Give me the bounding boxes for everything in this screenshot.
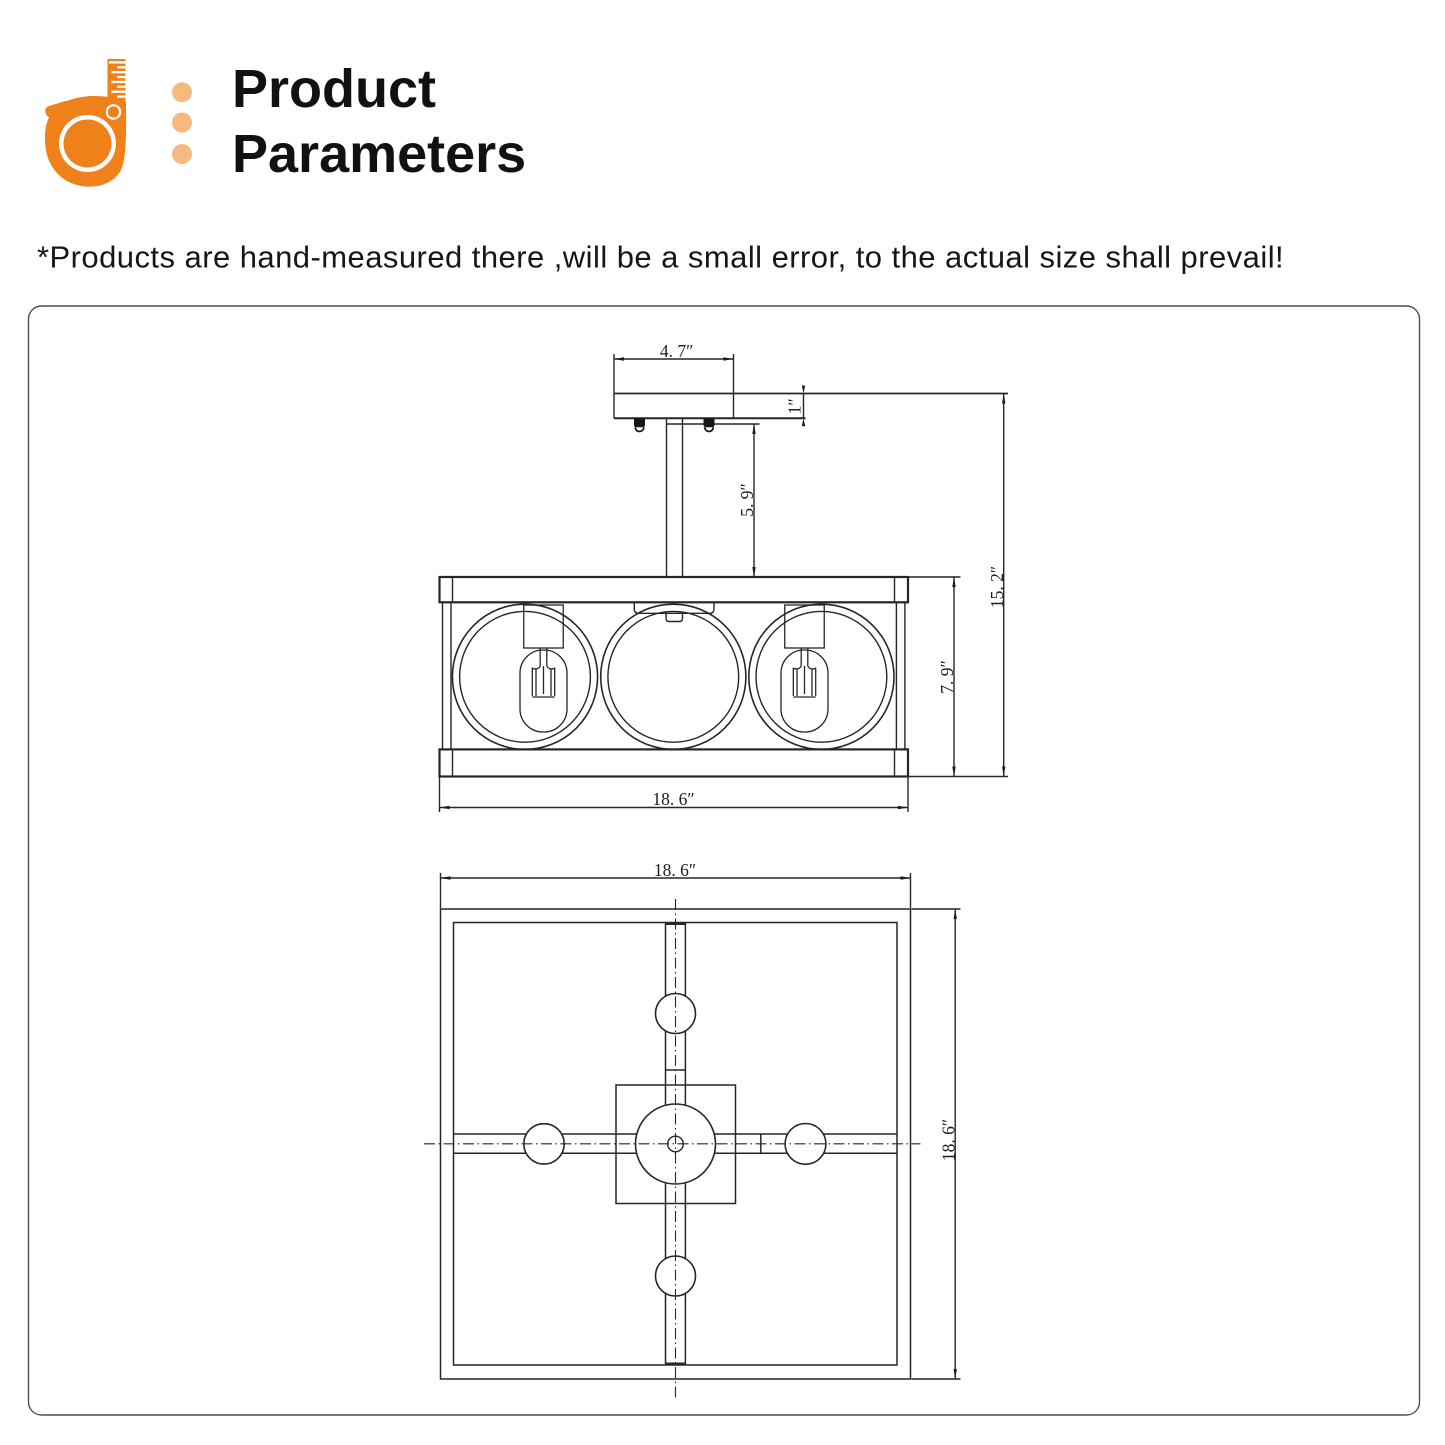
svg-text:*Products are hand-measured th: *Products are hand-measured there ,will …	[37, 240, 1284, 275]
svg-text:1″: 1″	[785, 398, 805, 414]
svg-text:18. 6″: 18. 6″	[654, 860, 696, 880]
svg-text:18. 6″: 18. 6″	[939, 1119, 959, 1161]
svg-text:15. 2″: 15. 2″	[987, 566, 1007, 608]
svg-text:5. 9″: 5. 9″	[737, 483, 757, 517]
svg-text:18. 6″: 18. 6″	[652, 789, 694, 809]
svg-text:7. 9″: 7. 9″	[937, 660, 957, 694]
svg-text:4. 7″: 4. 7″	[660, 341, 694, 361]
svg-text:Parameters: Parameters	[232, 124, 526, 184]
svg-text:Product: Product	[232, 59, 436, 119]
